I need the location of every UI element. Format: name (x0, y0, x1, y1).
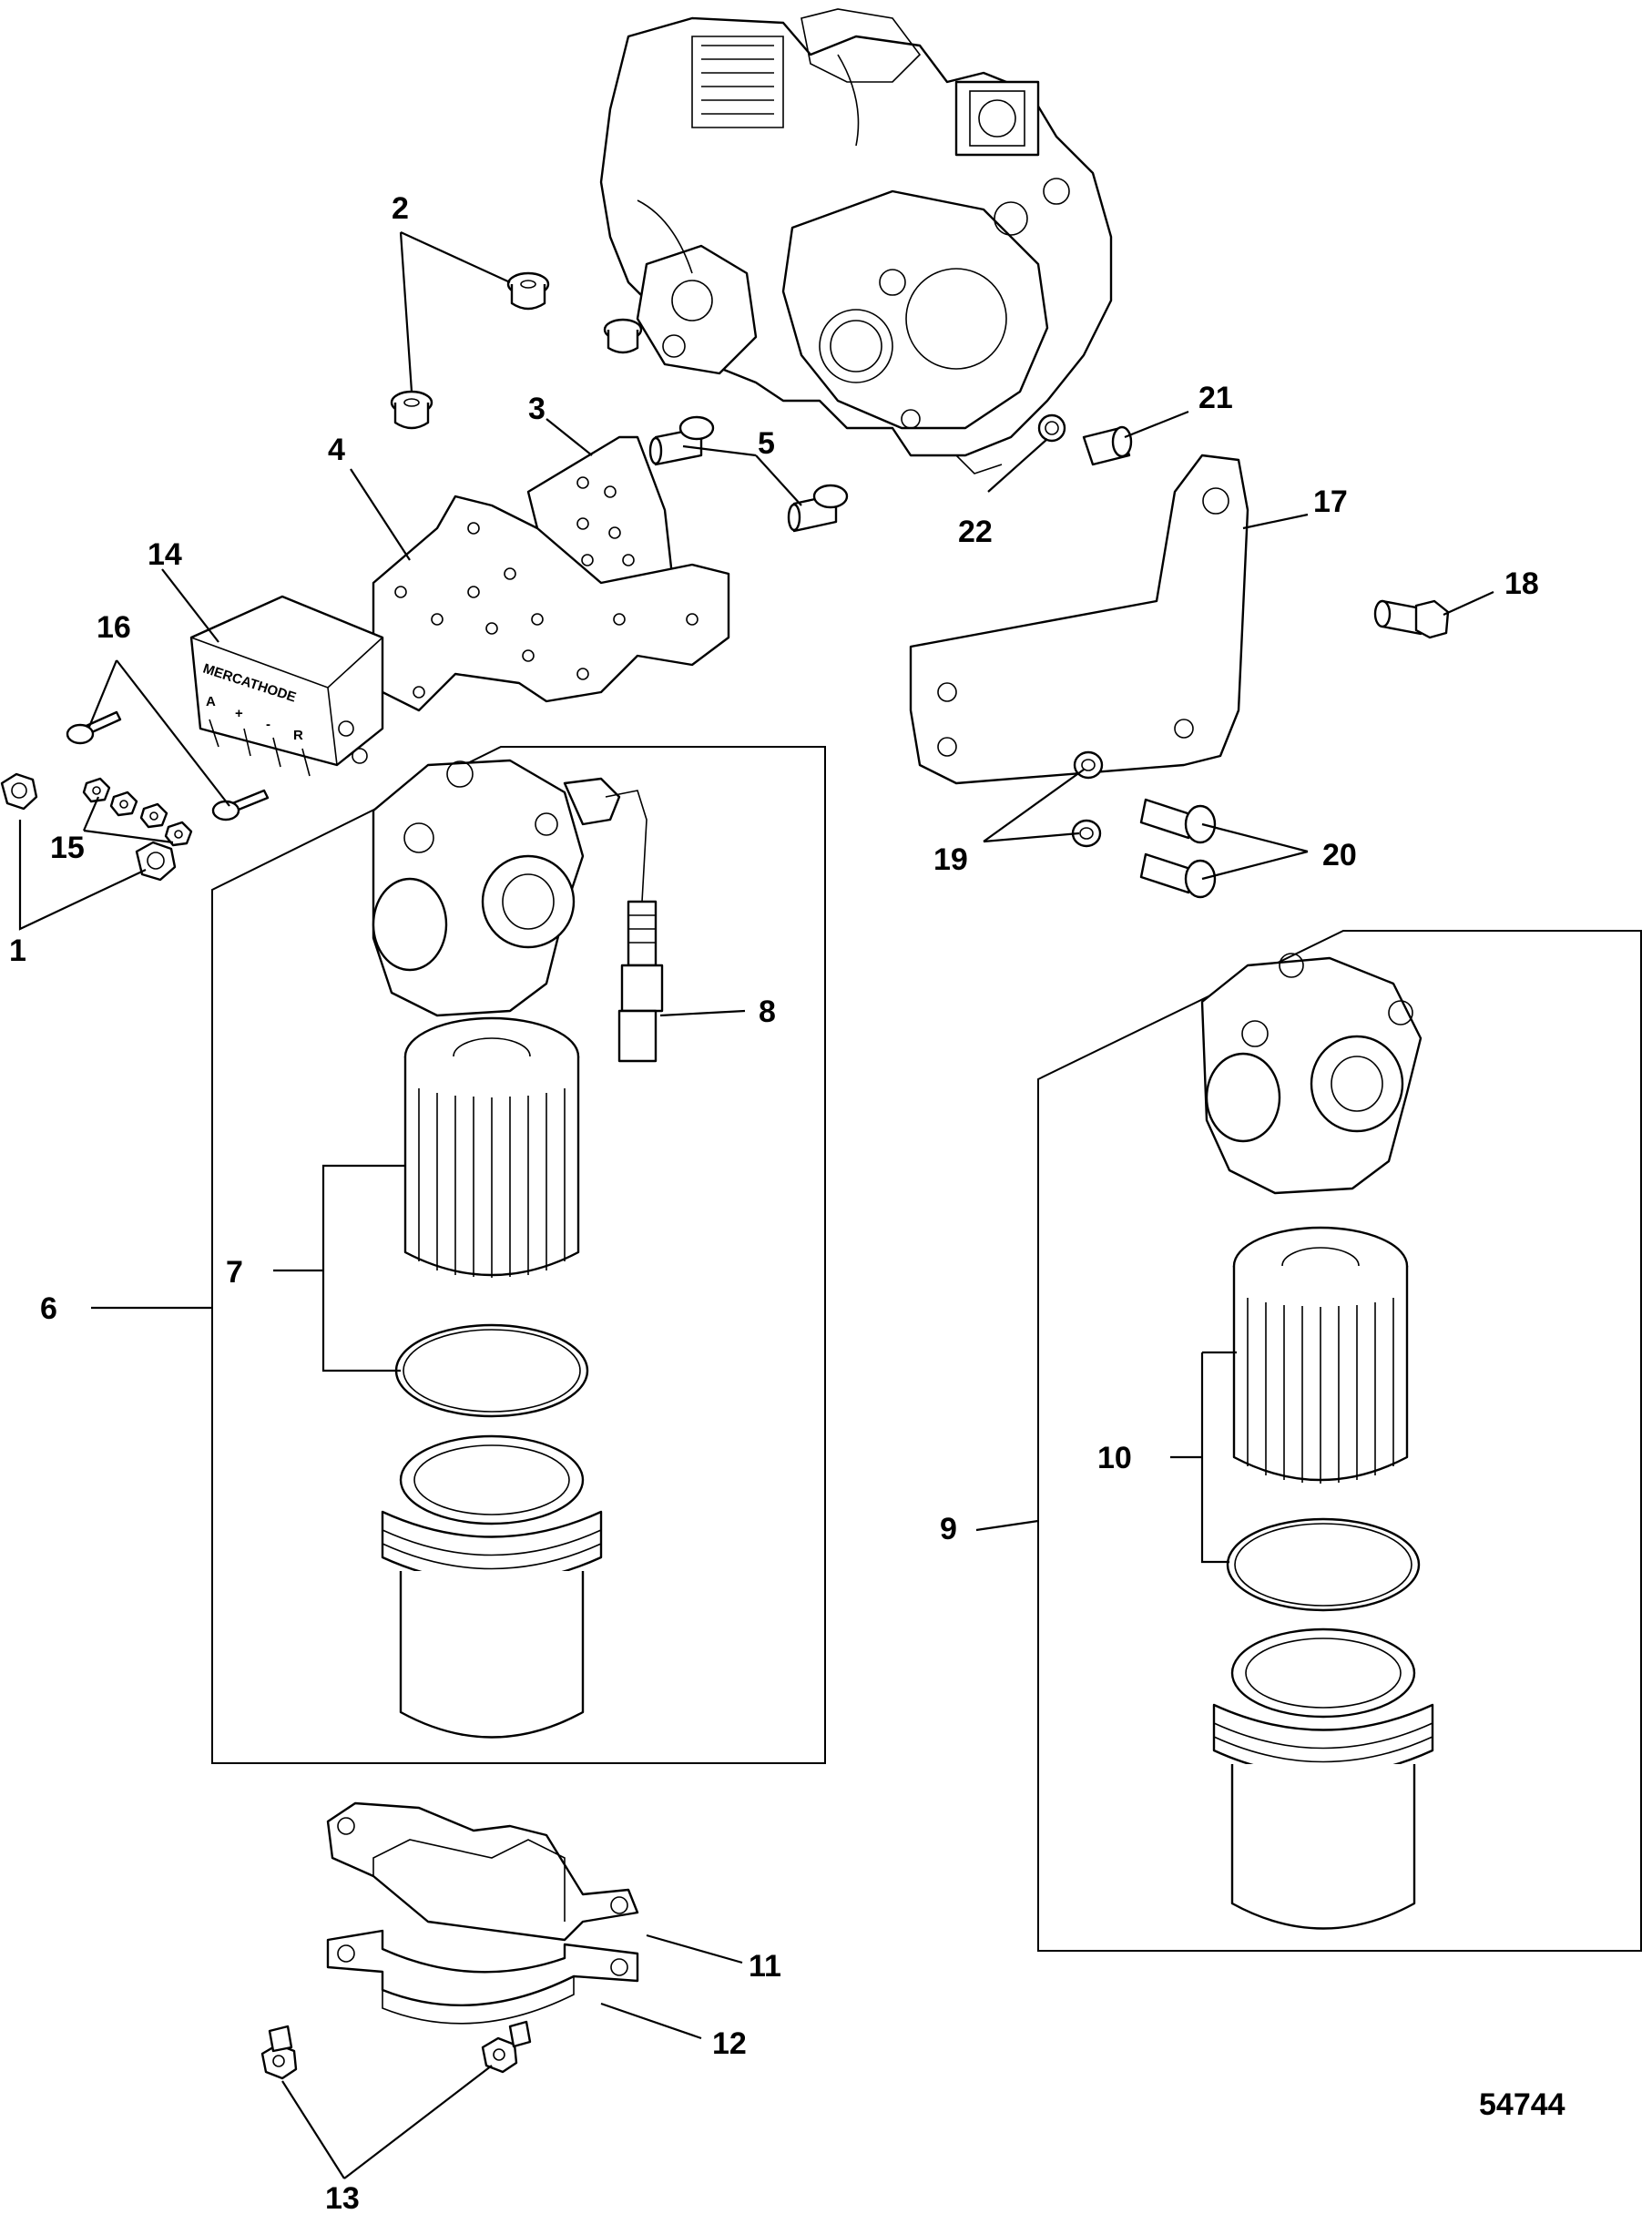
bolt-2a-icon (506, 271, 550, 311)
callout-8: 8 (759, 995, 776, 1029)
bolt-20a-icon (1139, 798, 1217, 844)
leader-lines (18, 231, 1494, 2179)
callout-3: 3 (528, 392, 546, 426)
callout-5: 5 (758, 426, 775, 461)
nut-15a-icon (82, 777, 111, 803)
washer-22-icon (1037, 413, 1066, 443)
callout-16: 16 (97, 610, 131, 645)
nut-15b-icon (109, 791, 138, 817)
terminal-r: R (293, 728, 303, 743)
terminal-minus: - (266, 717, 270, 732)
bracket-17 (909, 454, 1249, 785)
o-ring-right-inner (1234, 1523, 1412, 1607)
mercathode-module: MERCATHODE A + - R (189, 595, 384, 777)
bracket-4 (372, 495, 730, 712)
callout-14: 14 (148, 537, 182, 572)
screw-16a-icon (66, 710, 122, 745)
bolt-13b-icon (481, 2020, 532, 2074)
callout-19: 19 (933, 842, 968, 877)
callout-18: 18 (1504, 566, 1539, 601)
filter-head-right (1200, 953, 1423, 1195)
callout-21: 21 (1198, 381, 1233, 415)
o-ring-left-inner (403, 1329, 581, 1413)
filter-head-left (372, 759, 621, 1017)
callout-20: 20 (1322, 838, 1357, 872)
pump-assembly (599, 8, 1113, 474)
clamp-bracket-11 (326, 1801, 639, 1942)
callout-11: 11 (749, 1949, 781, 1984)
callout-4: 4 (328, 433, 345, 467)
callout-9: 9 (940, 1512, 957, 1546)
bolt-13a-icon (260, 2025, 298, 2080)
clamp-12 (326, 1929, 639, 2025)
callout-2: 2 (392, 191, 409, 226)
callout-17: 17 (1313, 485, 1348, 519)
callout-7: 7 (226, 1255, 243, 1290)
filter-bowl-left (381, 1434, 603, 1739)
filter-element-left (403, 1016, 580, 1278)
bolt-20b-icon (1139, 852, 1217, 899)
figure-number: 54744 (1479, 2087, 1565, 2122)
callout-numbers: 1 2 3 4 5 6 7 8 9 10 11 12 13 14 15 16 1… (9, 191, 1539, 2214)
filter-element-right (1232, 1226, 1409, 1484)
callout-22: 22 (958, 515, 993, 549)
callout-15: 15 (50, 831, 85, 865)
bolt-5a-icon (648, 415, 715, 466)
bolt-2b-icon (390, 390, 433, 430)
callout-1: 1 (9, 934, 26, 968)
filter-bowl-right (1212, 1627, 1434, 1930)
filter-assembly-9-box (1037, 930, 1642, 1952)
bolt-18-icon (1373, 599, 1450, 639)
sensor-connector-8 (605, 790, 664, 1063)
nut-15c-icon (139, 802, 168, 829)
nut-15d-icon (164, 821, 193, 847)
bolt-2c-icon (603, 318, 643, 354)
nut-1b-icon (135, 841, 177, 882)
terminal-a: A (206, 694, 216, 709)
spacer-21-icon (1082, 425, 1133, 466)
callout-13: 13 (325, 2181, 360, 2214)
terminal-plus: + (235, 706, 243, 721)
callout-6: 6 (40, 1291, 57, 1326)
o-ring-left (394, 1323, 589, 1418)
callout-10: 10 (1097, 1441, 1132, 1475)
nut-1a-icon (0, 772, 38, 811)
bolt-5b-icon (787, 484, 849, 533)
callout-12: 12 (712, 2026, 747, 2061)
o-ring-right (1226, 1517, 1421, 1612)
